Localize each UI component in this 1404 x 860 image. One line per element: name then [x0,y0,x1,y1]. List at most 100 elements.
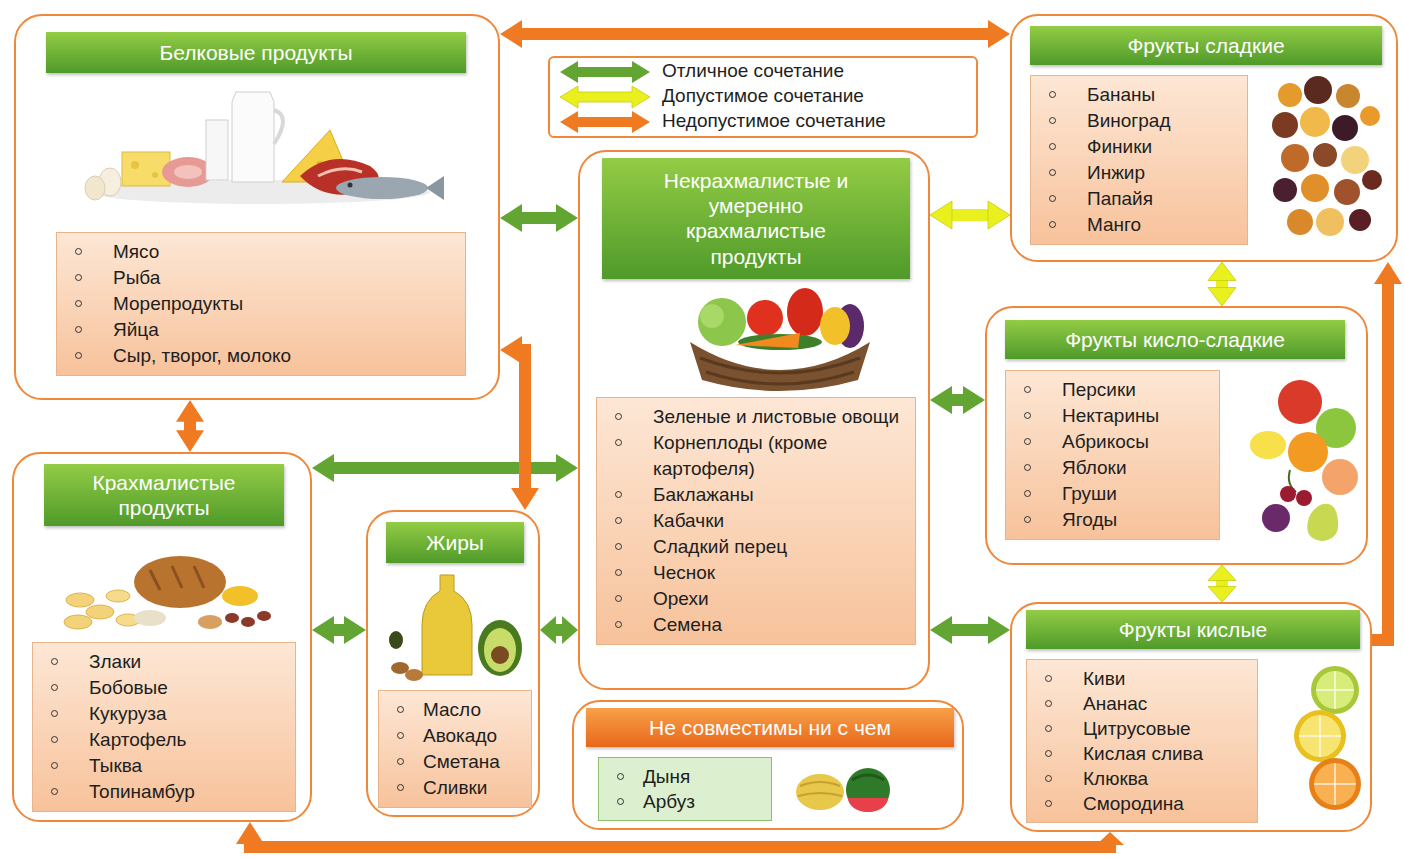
header-band: Фрукты кисло-сладкие [1005,320,1345,359]
connector-arrow [236,822,1124,847]
fresh-fruit-picture [1250,380,1358,541]
list-item: Ягоды [1062,507,1211,533]
connector-arrow [930,616,1010,644]
arrow-head [312,616,334,644]
arrow-shaft [521,212,557,224]
list-item: Баклажаны [653,482,907,508]
list-item: Сладкий перец [653,534,907,560]
list-item: Кукуруза [89,701,287,727]
connector-arrow [500,204,578,232]
header-band: Фрукты кислые [1026,610,1360,649]
legend-box: Отличное сочетаниеДопустимое сочетаниеНе… [548,56,978,138]
list-item: Арбуз [643,789,763,814]
list-item: Клюква [1083,766,1249,791]
list-item: Бобовые [89,675,287,701]
starch-picture [64,556,271,629]
list-item: Яблоки [1062,455,1211,481]
arrow-shaft [250,843,1110,847]
dried-fruit-picture [1272,76,1382,236]
arrow-head [176,430,204,452]
arrow-head [540,616,556,644]
list-item: Мясо [113,239,457,265]
list-item: Морепродукты [113,291,457,317]
arrow-head [1208,262,1236,280]
arrow-head [500,20,522,48]
arrow-head [500,336,522,364]
arrow-shaft [184,421,196,431]
header-band: Не совместимы ни с чем [586,708,954,747]
arrow-shaft [1372,283,1388,640]
arrow-head [312,454,334,482]
arrow-head [500,204,522,232]
legend-arrow [560,86,650,108]
list-item: Сметана [423,749,523,775]
list-item: Картофель [89,727,287,753]
group-box: Фрукты сладкиеБананыВиноградФиникиИнжирП… [1010,14,1398,262]
list-item: Корнеплоды (кроме картофеля) [653,430,907,482]
connector-arrow [500,336,539,510]
legend-arrows [556,59,656,137]
connector-arrow [1372,262,1402,640]
arrow-shaft [333,624,345,636]
arrow-head [1374,262,1402,284]
connector-arrow [176,400,204,452]
connector-arrow [1208,565,1236,602]
arrow-head [556,454,578,482]
arrow-head [1096,832,1124,845]
list-item: Манго [1087,212,1239,238]
food-list: МаслоАвокадоСметанаСливки [378,690,532,808]
list-item: Семена [653,612,907,638]
arrow-shaft [521,28,989,40]
connector-arrow [930,386,985,414]
food-list: МясоРыбаМорепродуктыЯйцаСыр, творог, мол… [56,232,466,376]
header-band: Некрахмалистые и умеренно крахмалистые п… [602,158,910,279]
list-item: Папайя [1087,186,1239,212]
list-item: Кабачки [653,508,907,534]
arrow-shaft [521,350,525,489]
legend-text: Недопустимое сочетание [662,109,886,133]
arrow-head [556,204,578,232]
arrow-head [344,616,366,644]
list-item: Груши [1062,481,1211,507]
list-item: Авокадо [423,723,523,749]
legend-text: Отличное сочетание [662,59,844,83]
connector-arrow [500,20,1010,48]
citrus-picture [1294,666,1361,810]
food-list: БананыВиноградФиникиИнжирПапайяМанго [1030,75,1248,245]
arrow-head [562,616,578,644]
legend-arrow [560,111,650,133]
food-list: ПерсикиНектариныАбрикосыЯблокиГрушиЯгоды [1005,370,1220,540]
list-item: Кислая слива [1083,741,1249,766]
arrow-shaft [951,209,989,221]
group-box: Фрукты кислыеКивиАнанасЦитрусовыеКислая … [1010,602,1372,832]
vegetable-basket-picture [690,288,870,391]
group-box: Некрахмалистые и умеренно крахмалистые п… [578,150,930,690]
list-item: Ананас [1083,691,1249,716]
list-item: Яйца [113,317,457,343]
group-box: Не совместимы ни с чемДыняАрбуз [572,700,964,830]
list-item: Чеснок [653,560,907,586]
arrow-shaft [951,394,964,406]
list-item: Смородина [1083,791,1249,816]
food-list: ЗлакиБобовыеКукурузаКартофельТыкваТопина… [32,642,296,812]
group-box: Крахмалистые продуктыЗлакиБобовыеКукуруз… [12,452,312,822]
list-item: Виноград [1087,108,1239,134]
list-item: Рыба [113,265,457,291]
arrow-head [1208,586,1236,602]
list-item: Тыква [89,753,287,779]
list-item: Финики [1087,134,1239,160]
arrow-head [511,488,539,510]
header-band: Жиры [386,522,524,563]
arrow-head [930,616,952,644]
arrow-head [176,400,204,422]
connector-arrow [312,454,578,482]
list-item: Бананы [1087,82,1239,108]
list-item: Инжир [1087,160,1239,186]
list-item: Дыня [643,764,763,789]
list-item: Сыр, творог, молоко [113,343,457,369]
list-item: Киви [1083,666,1249,691]
food-list: КивиАнанасЦитрусовыеКислая сливаКлюкваСм… [1026,659,1258,823]
arrow-head [1208,565,1236,581]
connector-arrow [1208,262,1236,306]
